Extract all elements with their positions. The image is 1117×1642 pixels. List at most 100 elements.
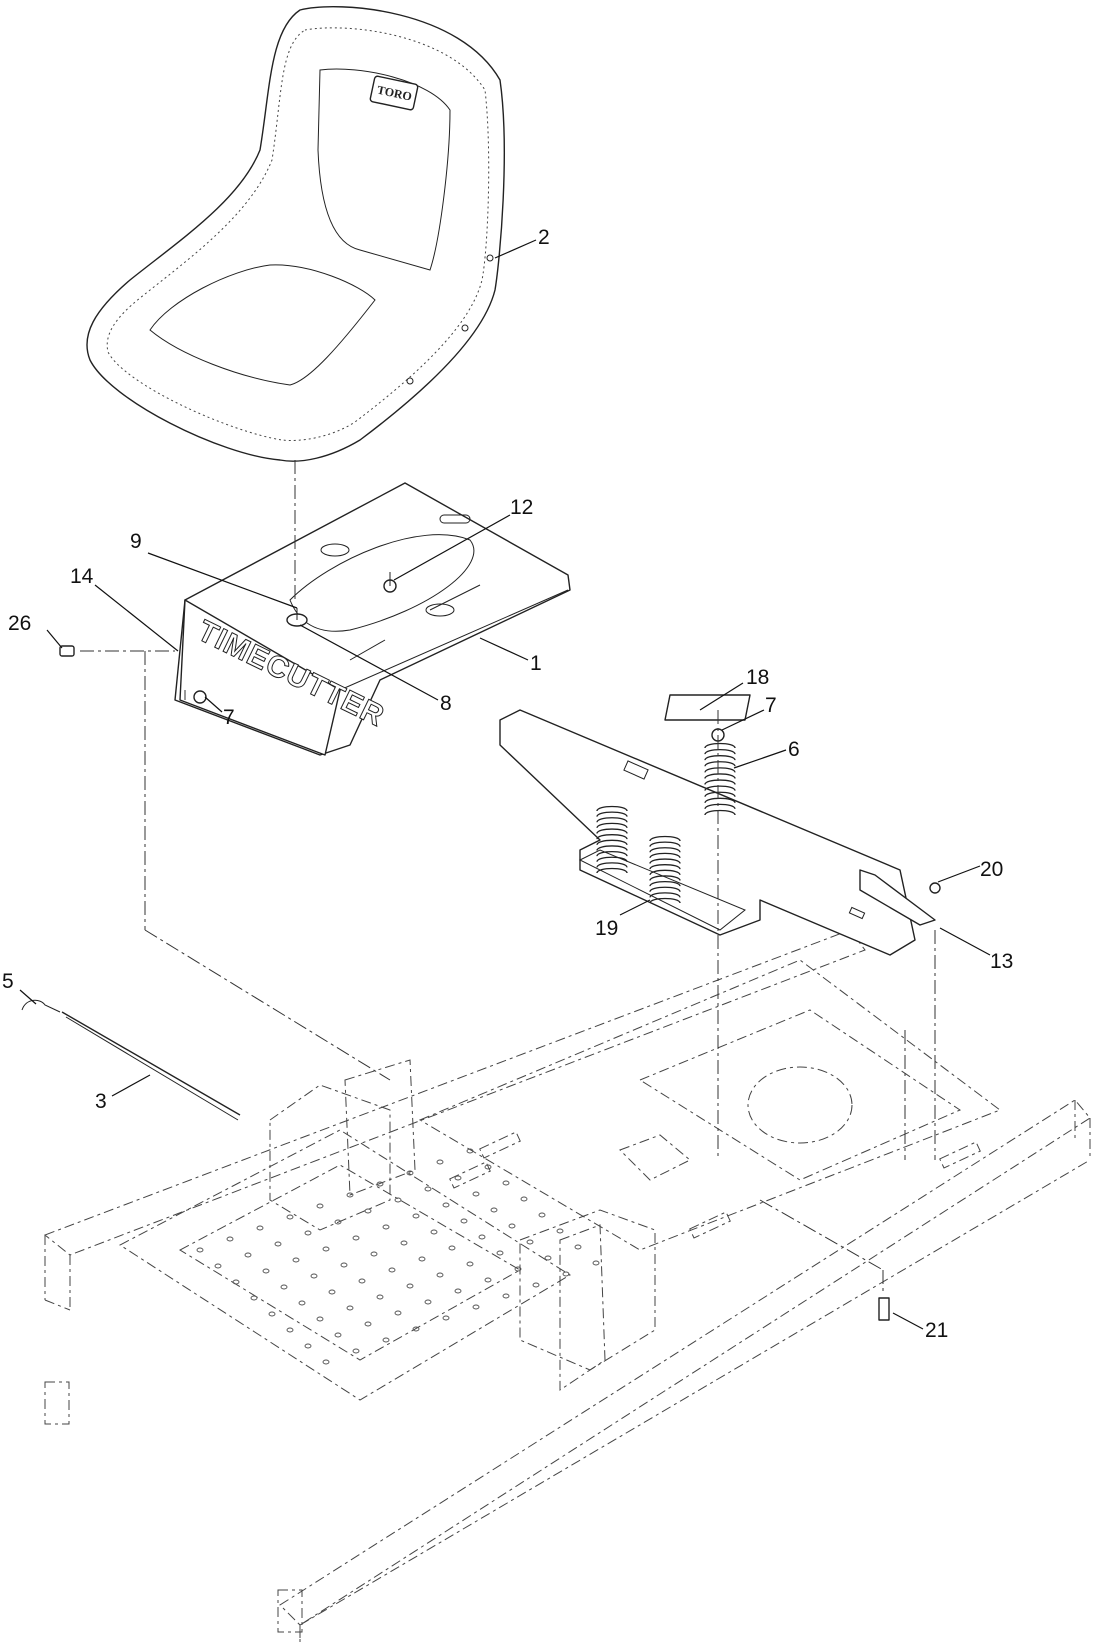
- deck-hole: [364, 1208, 372, 1214]
- callout-12: 12: [510, 496, 533, 519]
- callout-19: 19: [595, 917, 618, 940]
- deck-perforation-holes: [196, 1148, 600, 1365]
- seat: TORO: [86, 6, 505, 462]
- suspension-bracket: [499, 709, 936, 956]
- deck-hole: [292, 1257, 300, 1263]
- deck-hole: [442, 1202, 450, 1208]
- deck-hole: [340, 1262, 348, 1268]
- deck-hole: [490, 1207, 498, 1213]
- deck-hole: [310, 1273, 318, 1279]
- deck-hole: [484, 1277, 492, 1283]
- deck-hole: [436, 1272, 444, 1278]
- deck-hole: [574, 1244, 582, 1250]
- decal-strip: [664, 694, 751, 721]
- deck-hole: [460, 1218, 468, 1224]
- deck-hole: [370, 1251, 378, 1257]
- deck-hole: [244, 1252, 252, 1258]
- deck-hole: [352, 1348, 360, 1354]
- callout-2: 2: [538, 226, 550, 249]
- callout-13: 13: [990, 950, 1013, 973]
- deck-hole: [520, 1196, 528, 1202]
- callout-5: 5: [2, 970, 14, 993]
- coil-spring: [649, 835, 681, 904]
- callout-26: 26: [8, 612, 31, 635]
- deck-hole: [316, 1203, 324, 1209]
- deck-hole: [562, 1271, 570, 1277]
- deck-hole: [322, 1246, 330, 1252]
- frame-bolt: [878, 1297, 890, 1321]
- deck-hole: [466, 1148, 474, 1154]
- deck-hole: [352, 1235, 360, 1241]
- callout-9: 9: [130, 530, 142, 553]
- deck-hole: [442, 1315, 450, 1321]
- deck-hole: [394, 1310, 402, 1316]
- callout-20: 20: [980, 858, 1003, 881]
- deck-hole: [592, 1260, 600, 1266]
- deck-hole: [388, 1267, 396, 1273]
- deck-hole: [466, 1261, 474, 1267]
- deck-hole: [232, 1279, 240, 1285]
- deck-hole: [538, 1212, 546, 1218]
- deck-hole: [382, 1337, 390, 1343]
- deck-hole: [364, 1321, 372, 1327]
- deck-hole: [256, 1225, 264, 1231]
- deck-hole: [358, 1278, 366, 1284]
- small-hardware: [21, 645, 241, 1121]
- deck-hole: [346, 1305, 354, 1311]
- deck-hole: [226, 1236, 234, 1242]
- callout-3: 3: [95, 1090, 107, 1113]
- deck-hole: [436, 1159, 444, 1165]
- deck-hole: [382, 1224, 390, 1230]
- deck-hole: [472, 1304, 480, 1310]
- deck-hole: [418, 1256, 426, 1262]
- deck-hole: [376, 1294, 384, 1300]
- deck-hole: [376, 1181, 384, 1187]
- callout-1: 1: [530, 652, 542, 675]
- deck-hole: [322, 1359, 330, 1365]
- callout-18: 18: [746, 666, 769, 689]
- deck-hole: [298, 1300, 306, 1306]
- deck-hole: [544, 1255, 552, 1261]
- deck-hole: [250, 1295, 258, 1301]
- deck-hole: [412, 1213, 420, 1219]
- deck-hole: [484, 1164, 492, 1170]
- deck-hole: [334, 1219, 342, 1225]
- deck-hole: [328, 1289, 336, 1295]
- callout-7-spring: 7: [765, 694, 777, 717]
- deck-hole: [496, 1250, 504, 1256]
- deck-hole: [532, 1282, 540, 1288]
- deck-hole: [280, 1284, 288, 1290]
- deck-hole: [268, 1311, 276, 1317]
- callout-labels: 2 12 9 14 26 1 18 8 7 7 6 20 19 13 5 3 2…: [2, 226, 1013, 1342]
- deck-hole: [406, 1283, 414, 1289]
- deck-hole: [346, 1192, 354, 1198]
- deck-hole: [262, 1268, 270, 1274]
- callout-14: 14: [70, 565, 94, 588]
- deck-hole: [454, 1288, 462, 1294]
- deck-hole: [508, 1223, 516, 1229]
- coil-spring: [704, 742, 736, 816]
- deck-hole: [502, 1293, 510, 1299]
- deck-hole: [274, 1241, 282, 1247]
- deck-hole: [514, 1266, 522, 1272]
- deck-hole: [430, 1229, 438, 1235]
- deck-hole: [196, 1247, 204, 1253]
- coil-spring: [596, 805, 628, 874]
- deck-hole: [400, 1240, 408, 1246]
- callout-8: 8: [440, 692, 452, 715]
- assembly-phantom-lines: [80, 460, 936, 1295]
- deck-hole: [316, 1316, 324, 1322]
- seat-mount-plate: TIMECUTTER: [174, 482, 571, 756]
- callout-7-plate: 7: [223, 706, 235, 729]
- callout-21: 21: [925, 1319, 948, 1342]
- deck-hole: [394, 1197, 402, 1203]
- deck-hole: [286, 1327, 294, 1333]
- deck-hole: [556, 1228, 564, 1234]
- deck-hole: [424, 1186, 432, 1192]
- deck-hole: [424, 1299, 432, 1305]
- deck-hole: [478, 1234, 486, 1240]
- deck-hole: [472, 1191, 480, 1197]
- leader-lines: [19, 239, 991, 1330]
- deck-hole: [334, 1332, 342, 1338]
